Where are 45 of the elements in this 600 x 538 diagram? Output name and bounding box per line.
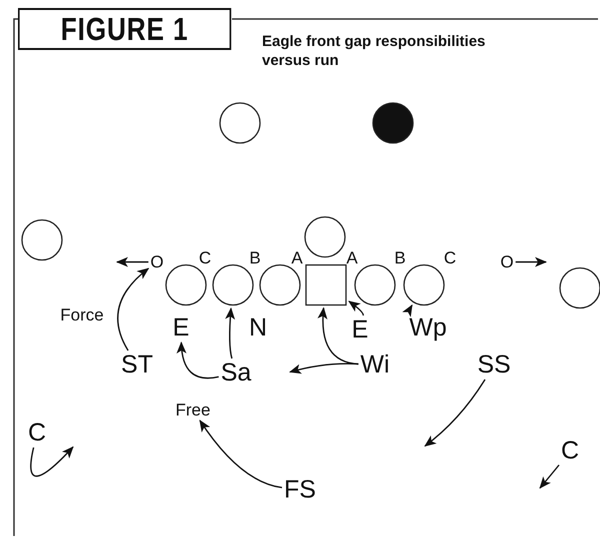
defender-label: N xyxy=(248,316,268,340)
arrow xyxy=(424,379,486,447)
defender-label: Wi xyxy=(360,352,390,378)
player-circle xyxy=(259,264,301,306)
arrow xyxy=(116,257,148,267)
player-circle xyxy=(212,264,254,306)
player-circle xyxy=(304,216,346,258)
gap-label: C xyxy=(198,250,212,266)
arrow xyxy=(176,342,219,379)
gap-label: A xyxy=(346,250,358,266)
arrow xyxy=(318,307,358,365)
defender-label: C xyxy=(28,420,46,446)
caption: Eagle front gap responsibilities versus run xyxy=(262,32,486,70)
figure-title: FIGURE 1 xyxy=(18,8,232,50)
arrow xyxy=(199,420,282,488)
arrow xyxy=(516,257,547,267)
player-circle xyxy=(403,264,445,306)
arrow xyxy=(117,268,150,351)
zone-label: Free xyxy=(176,402,210,418)
center-square xyxy=(305,264,347,306)
arrow xyxy=(289,362,358,374)
player-circle xyxy=(165,264,207,306)
gap-label: B xyxy=(249,250,261,266)
defender-label: C xyxy=(560,438,580,464)
arrow xyxy=(539,464,560,489)
gap-label: C xyxy=(444,250,456,266)
player-circle xyxy=(372,102,414,144)
defender-label: E xyxy=(172,316,190,340)
gap-label: O xyxy=(500,254,514,270)
gap-label: A xyxy=(291,250,303,266)
defender-label: Sa xyxy=(220,360,252,386)
arrow xyxy=(30,446,74,477)
gap-label: O xyxy=(150,254,164,270)
arrow xyxy=(348,300,364,316)
arrow xyxy=(402,304,413,318)
defender-label: ST xyxy=(121,352,153,378)
defender-label: FS xyxy=(284,478,316,502)
arrow xyxy=(225,307,236,359)
gap-label: B xyxy=(394,250,406,266)
defender-label: E xyxy=(352,318,368,342)
player-circle xyxy=(354,264,396,306)
player-circle xyxy=(21,219,63,261)
defender-label: Wp xyxy=(409,316,447,340)
player-circle xyxy=(219,102,261,144)
defender-label: SS xyxy=(477,352,511,378)
